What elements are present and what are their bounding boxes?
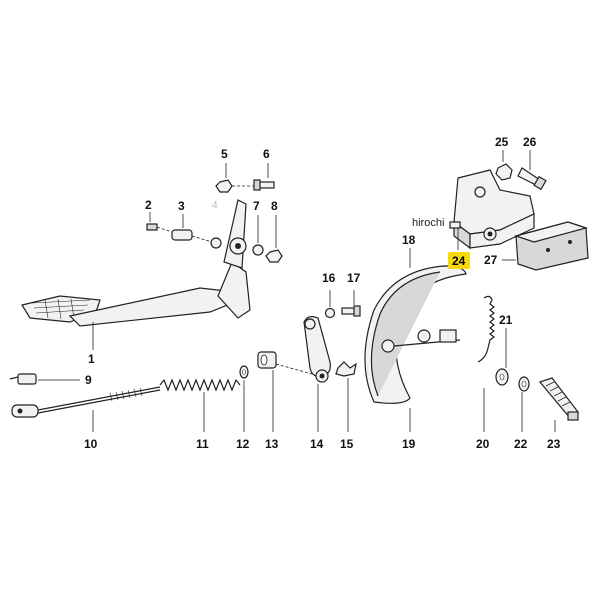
brake-lever-part-14 (303, 316, 331, 383)
return-spring-part-20 (477, 295, 495, 363)
callout-17: 17 (347, 271, 361, 285)
pivot-shaft-part-3 (171, 229, 213, 243)
callout-10: 10 (84, 437, 98, 451)
watermark: hirochi (412, 217, 444, 229)
callout-24: 24 (452, 254, 466, 268)
callout-14: 14 (310, 437, 324, 451)
callout-23: 23 (547, 437, 561, 451)
callout-11: 11 (196, 437, 209, 451)
washer-part-21 (495, 368, 509, 386)
spring-part-11 (159, 378, 241, 392)
brake-rod-part-10 (11, 386, 161, 418)
nut-part-25 (495, 163, 513, 181)
nut-part-8 (265, 249, 283, 263)
washer-part-4 (210, 237, 222, 249)
callout-1: 1 (88, 352, 95, 366)
callout-6: 6 (263, 147, 270, 161)
callout-5: 5 (221, 147, 228, 161)
nut-part-5 (215, 179, 233, 193)
washer-part-12 (239, 365, 249, 379)
callout-24-highlight (448, 252, 470, 269)
callout-12: 12 (236, 437, 250, 451)
callout-26: 26 (523, 135, 537, 149)
washer-part-16 (324, 307, 336, 319)
brake-shoe-part-19 (364, 265, 467, 404)
callout-22: 22 (514, 437, 528, 451)
washer-part-7 (252, 244, 264, 256)
callout-3: 3 (178, 199, 185, 213)
callout-9: 9 (85, 373, 92, 387)
callout-7: 7 (253, 199, 260, 213)
callout-15: 15 (340, 437, 354, 451)
callout-19: 19 (402, 437, 416, 451)
screw-part-2 (146, 223, 173, 233)
clip-part-9 (9, 373, 37, 385)
callout-20: 20 (476, 437, 490, 451)
callout-16: 16 (322, 271, 336, 285)
callout-2: 2 (145, 198, 152, 212)
adjuster-nut-part-13 (257, 351, 313, 375)
callout-13: 13 (265, 437, 279, 451)
bracket-part-24 (449, 169, 535, 250)
brake-pedal-part (21, 199, 251, 327)
bolt-part-26 (517, 167, 547, 191)
callout-8: 8 (271, 199, 278, 213)
bolt-part-23 (538, 377, 579, 421)
washer-part-22 (518, 376, 530, 392)
callout-25: 25 (495, 135, 509, 149)
brake-pad-part-27 (513, 221, 589, 271)
callout-27: 27 (484, 253, 498, 267)
callout-21: 21 (499, 313, 513, 327)
bolt-part-6 (232, 179, 275, 191)
callout-4: 4 (212, 200, 218, 211)
wing-nut-part-15 (335, 361, 357, 377)
callout-18: 18 (402, 233, 416, 247)
bolt-part-17 (341, 305, 361, 317)
